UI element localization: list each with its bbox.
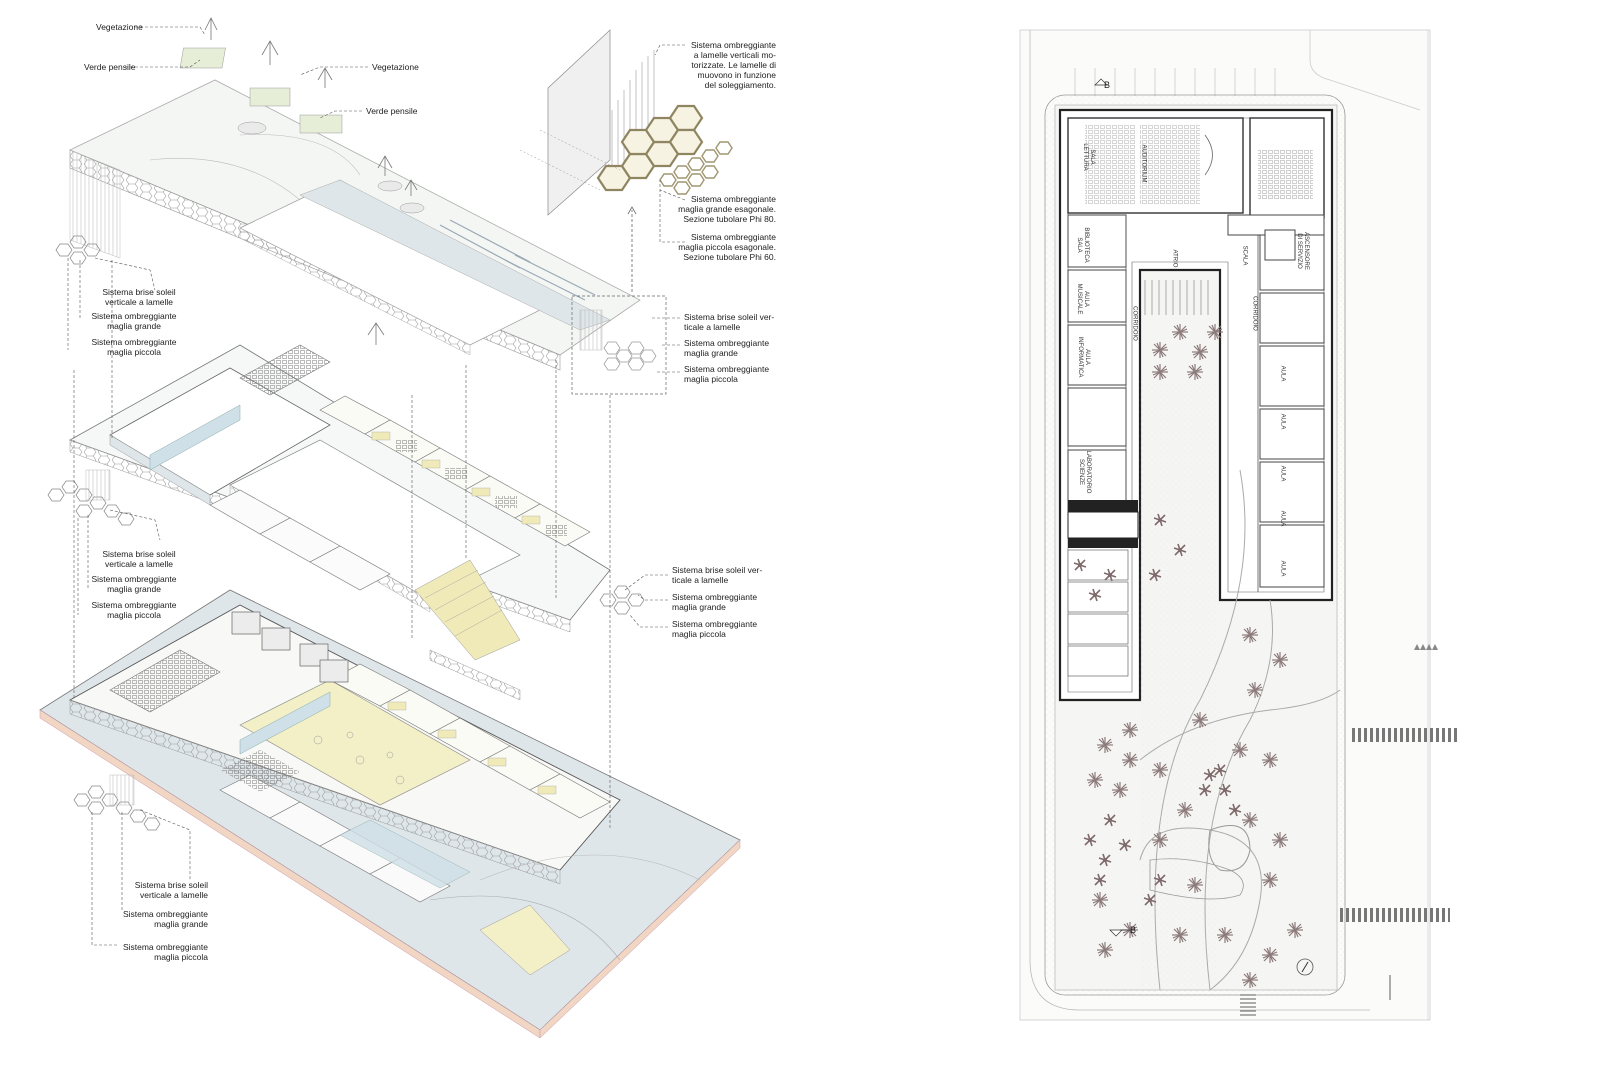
ground-floor-level bbox=[39, 589, 741, 1039]
label-first-floor-maglia-piccola: Sistema ombreggiante maglia piccola bbox=[91, 600, 177, 620]
label-ground-maglia-grande: Sistema ombreggiante maglia grande bbox=[122, 909, 208, 929]
corridor-label-left: CORRIDOIO bbox=[1131, 306, 1138, 341]
room-label-sala-lettura: SALA LETTURA bbox=[1082, 143, 1095, 171]
label-detail-maglia-piccola: Sistema ombreggiante maglia piccola bbox=[684, 364, 770, 384]
label-ground-brise-soleil: Sistema brise soleil verticale a lamelle bbox=[134, 880, 208, 900]
detail-callout-box bbox=[571, 295, 667, 395]
label-vegetazione-1: Vegetazione bbox=[96, 22, 143, 32]
crosswalk-lower bbox=[1340, 908, 1450, 922]
label-first-floor-maglia-grande: Sistema ombreggiante maglia grande bbox=[91, 574, 177, 594]
room-label-aula-4: AULA bbox=[1279, 510, 1286, 527]
label-detail-maglia-grande: Sistema ombreggiante maglia grande bbox=[684, 338, 770, 358]
room-label-aula-3: AULA bbox=[1279, 465, 1286, 482]
label-vegetazione-2: Vegetazione bbox=[372, 62, 419, 72]
room-label-aula-musicale: AULA MUSICALE bbox=[1076, 283, 1089, 315]
leader-lines bbox=[67, 26, 686, 946]
first-floor-level bbox=[47, 344, 645, 701]
label-verde-pensile-1: Verde pensile bbox=[84, 62, 136, 72]
label-first-floor-right-maglia-grande: Sistema ombreggiante maglia grande bbox=[672, 592, 758, 612]
label-detail-lamelle-motorizzate: Sistema ombreggiante a lamelle verticali… bbox=[690, 40, 776, 90]
shading-detail bbox=[519, 29, 733, 292]
north-arrow-icon bbox=[1296, 958, 1314, 976]
label-ground-maglia-piccola: Sistema ombreggiante maglia piccola bbox=[122, 942, 208, 962]
site-floor-plan bbox=[1019, 29, 1458, 1021]
section-marker-top: B bbox=[1104, 80, 1111, 90]
label-roof-maglia-grande: Sistema ombreggiante maglia grande bbox=[91, 311, 177, 331]
crosswalk-upper bbox=[1352, 728, 1458, 742]
label-detail-maglia-piccola-esagonale: Sistema ombreggiante maglia piccola esag… bbox=[678, 232, 776, 262]
label-detail-brise-soleil: Sistema brise soleil ver- ticale a lamel… bbox=[684, 312, 775, 332]
corridor-label-right: CORRIDOIO bbox=[1251, 296, 1258, 331]
label-roof-brise-soleil: Sistema brise soleil verticale a lamelle bbox=[102, 287, 176, 307]
room-label-aula-informatica: AULA INFORMATICA bbox=[1077, 336, 1090, 378]
room-label-biblioteca: BIBLIOTECA SALA bbox=[1076, 227, 1089, 263]
label-first-floor-right-maglia-piccola: Sistema ombreggiante maglia piccola bbox=[672, 619, 758, 639]
label-roof-maglia-piccola: Sistema ombreggiante maglia piccola bbox=[91, 337, 177, 357]
label-first-floor-right-brise-soleil: Sistema brise soleil ver- ticale a lamel… bbox=[672, 565, 763, 585]
label-first-floor-brise-soleil: Sistema brise soleil verticale a lamelle bbox=[102, 549, 176, 569]
roof-level bbox=[55, 17, 641, 371]
stair-label: SCALA bbox=[1241, 245, 1248, 266]
exploded-axonometric bbox=[39, 17, 741, 1039]
room-label-auditorium: AUDITORIUM bbox=[1140, 144, 1147, 183]
room-label-ascensore: ASCENSORE DI SERVIZIO bbox=[1296, 232, 1309, 270]
label-verde-pensile-2: Verde pensile bbox=[366, 106, 418, 116]
room-label-aula-5: AULA bbox=[1279, 560, 1286, 577]
room-label-aula-1: AULA bbox=[1279, 365, 1286, 382]
section-marker-bottom: B bbox=[1130, 925, 1137, 935]
room-label-aula-2: AULA bbox=[1279, 413, 1286, 430]
atrium-label: ATRIO bbox=[1171, 249, 1178, 268]
label-detail-maglia-grande-esagonale: Sistema ombreggiante maglia grande esago… bbox=[678, 194, 776, 224]
room-label-laboratorio: LABORATORIO SCIENZE bbox=[1078, 450, 1091, 494]
